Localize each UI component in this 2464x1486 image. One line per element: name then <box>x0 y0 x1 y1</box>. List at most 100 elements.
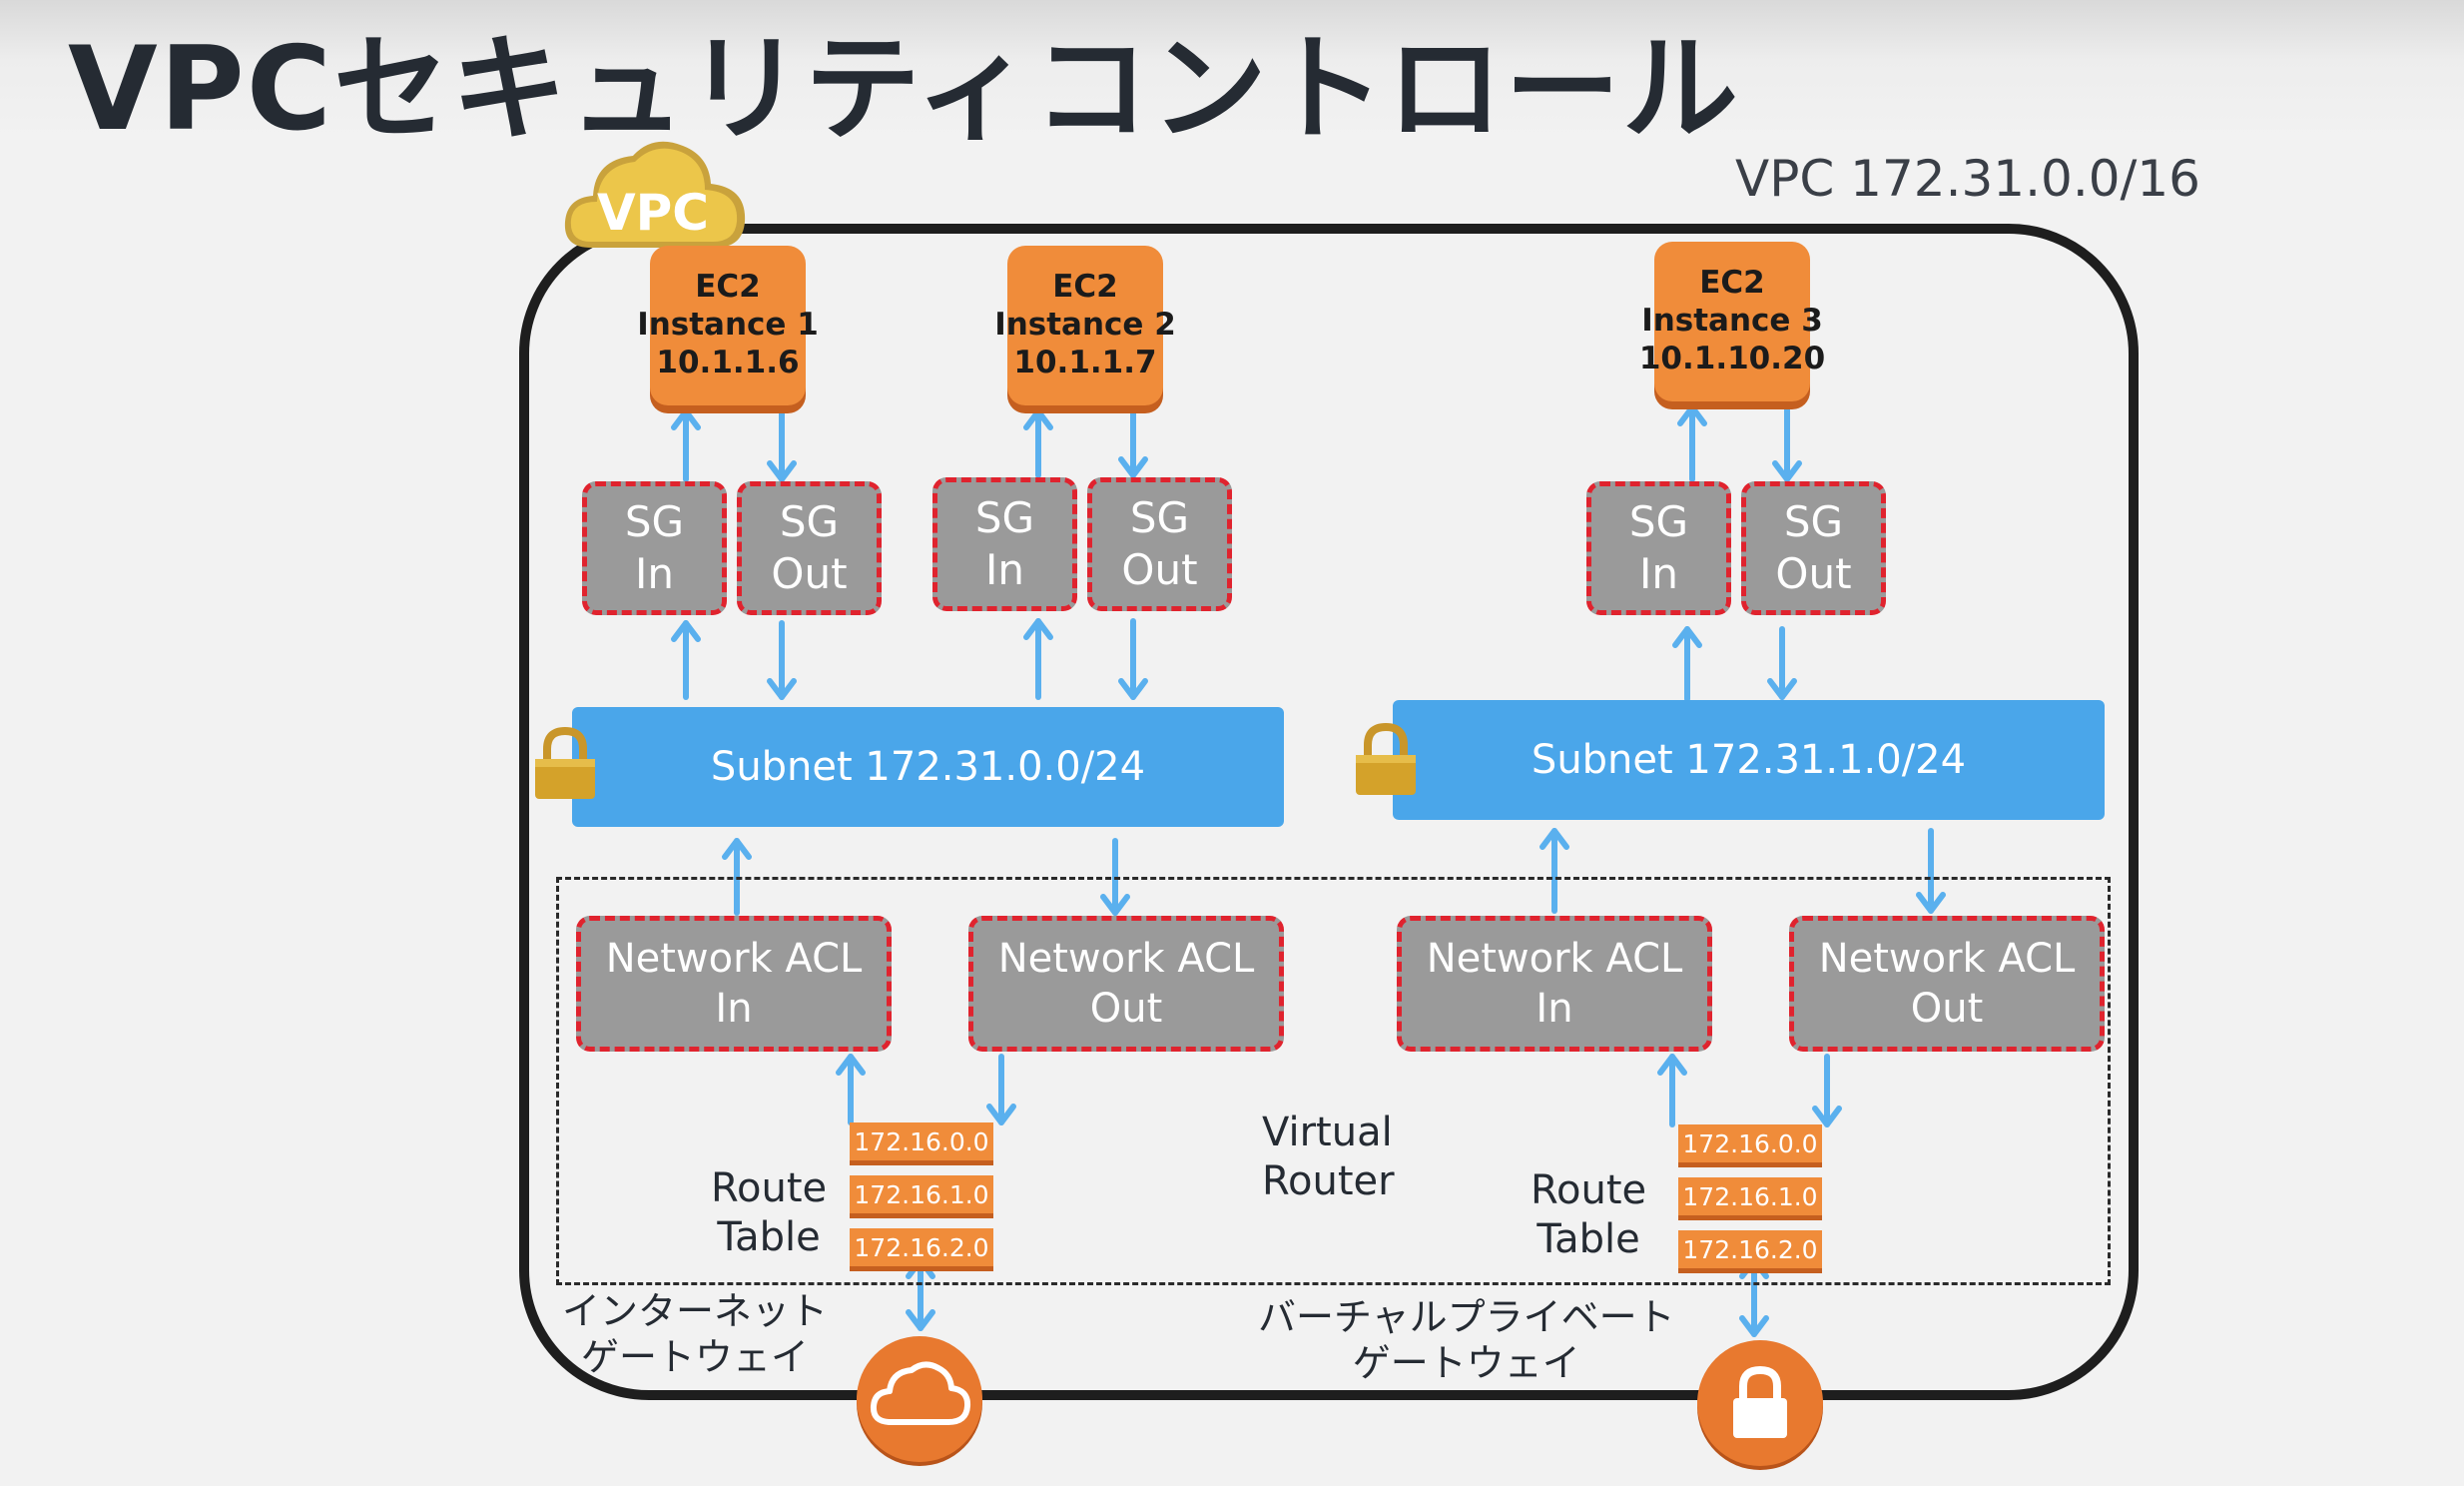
route-table-label-line1: Route <box>711 1165 828 1211</box>
ec2-instance-3-ip: 10.1.10.20 <box>1638 340 1826 376</box>
flow-arrow <box>1118 408 1148 478</box>
network-acl-out-1-label: Network ACL <box>997 936 1255 982</box>
flow-arrow <box>986 1054 1016 1125</box>
sg-in-3-direction: In <box>1638 549 1678 598</box>
flow-arrow <box>836 1054 866 1125</box>
vpn-gateway-label: バーチャルプライベート ゲートウェイ <box>1258 1294 1675 1387</box>
route-table-1[interactable]: 172.16.0.0 172.16.1.0 172.16.2.0 <box>850 1122 993 1281</box>
internet-gateway-label: インターネット ゲートウェイ <box>562 1288 828 1381</box>
vpc-boundary <box>519 224 2139 1400</box>
sg-in-2-direction: In <box>984 545 1024 594</box>
flow-arrow <box>1672 626 1702 702</box>
route-entry: 172.16.2.0 <box>1678 1230 1822 1273</box>
flow-arrow <box>1767 626 1797 700</box>
ec2-instance-3[interactable]: EC2 Instance 3 10.1.10.20 <box>1639 242 1825 401</box>
route-table-2[interactable]: 172.16.0.0 172.16.1.0 172.16.2.0 <box>1678 1124 1822 1283</box>
ec2-instance-3-type: EC2 <box>1699 265 1765 302</box>
flow-arrow <box>671 408 701 482</box>
sg-in-1-direction: In <box>634 549 674 598</box>
lock-icon <box>535 727 595 799</box>
sg-in-2-label: SG <box>974 492 1035 542</box>
network-acl-out-2-direction: Out <box>1910 986 1984 1032</box>
vpn-gateway-line2: ゲートウェイ <box>1352 1341 1580 1386</box>
ec2-instance-1[interactable]: EC2 Instance 1 10.1.1.6 <box>637 246 819 405</box>
subnet-1[interactable]: Subnet 172.31.0.0/24 <box>572 707 1284 827</box>
network-acl-in-1-direction: In <box>715 986 753 1032</box>
route-table-1-label: Route Table <box>711 1164 827 1262</box>
sg-out-3-direction: Out <box>1775 549 1852 598</box>
ec2-instance-3-name: Instance 3 <box>1641 303 1823 340</box>
ec2-instance-1-name: Instance 1 <box>637 307 819 344</box>
ec2-instance-2-type: EC2 <box>1052 269 1118 306</box>
sg-out-2-direction: Out <box>1121 545 1198 594</box>
flow-arrow <box>1023 618 1053 700</box>
route-entry: 172.16.0.0 <box>850 1122 993 1165</box>
route-table-label-line2: Table <box>1537 1215 1640 1262</box>
ec2-instance-2[interactable]: EC2 Instance 2 10.1.1.7 <box>994 246 1176 405</box>
flow-arrow <box>1657 1054 1687 1127</box>
route-table-label-line2: Table <box>717 1213 821 1260</box>
subnet-1-label: Subnet 172.31.0.0/24 <box>710 744 1146 790</box>
flow-arrow <box>1540 828 1569 914</box>
network-acl-out-1-direction: Out <box>1089 986 1163 1032</box>
cloud-icon <box>870 1361 971 1425</box>
flow-arrow <box>767 408 797 482</box>
sg-out-3-label: SG <box>1783 496 1844 546</box>
ec2-instance-1-ip: 10.1.1.6 <box>656 344 800 380</box>
flow-arrow <box>1812 1054 1842 1127</box>
virtual-router-label: Virtual Router <box>1262 1109 1395 1206</box>
sg-out-1-label: SG <box>779 496 840 546</box>
network-acl-in-2-direction: In <box>1536 986 1573 1032</box>
network-acl-out-2-label: Network ACL <box>1818 936 2076 982</box>
flow-arrow <box>1916 828 1946 914</box>
virtual-private-gateway[interactable] <box>1697 1340 1823 1466</box>
flow-arrow <box>671 620 701 700</box>
lock-icon <box>1733 1365 1787 1438</box>
ec2-instance-1-type: EC2 <box>695 269 761 306</box>
page-title: VPCセキュリティコントロール <box>68 22 1740 157</box>
lock-icon <box>1356 723 1416 795</box>
network-acl-in-1-label: Network ACL <box>605 936 863 982</box>
ec2-instance-2-name: Instance 2 <box>994 307 1176 344</box>
sg-in-3-label: SG <box>1628 496 1689 546</box>
virtual-router-line1: Virtual <box>1262 1110 1393 1155</box>
sg-out-2-label: SG <box>1129 492 1190 542</box>
internet-gateway-line2: ゲートウェイ <box>581 1335 810 1380</box>
sg-in-1-label: SG <box>624 496 685 546</box>
virtual-router-line2: Router <box>1262 1157 1395 1204</box>
internet-gateway[interactable] <box>857 1336 982 1462</box>
internet-gateway-line1: インターネット <box>562 1289 829 1333</box>
flow-arrow <box>1118 618 1148 700</box>
vpc-badge-text: VPC <box>597 184 709 242</box>
flow-arrow <box>767 620 797 700</box>
network-acl-in-2-label: Network ACL <box>1426 936 1683 982</box>
vpn-gateway-line1: バーチャルプライベート <box>1258 1295 1675 1339</box>
route-table-2-label: Route Table <box>1531 1166 1646 1264</box>
flow-arrow <box>1772 404 1802 482</box>
vpc-cloud-badge: VPC <box>564 141 746 248</box>
subnet-2[interactable]: Subnet 172.31.1.0/24 <box>1393 700 2105 820</box>
vpc-cidr-label: VPC 172.31.0.0/16 <box>1735 150 2200 208</box>
sg-out-1-direction: Out <box>771 549 848 598</box>
route-entry: 172.16.1.0 <box>1678 1177 1822 1220</box>
flow-arrow <box>1677 404 1707 482</box>
ec2-instance-2-ip: 10.1.1.7 <box>1013 344 1157 380</box>
route-entry: 172.16.0.0 <box>1678 1124 1822 1167</box>
route-table-label-line1: Route <box>1531 1167 1647 1213</box>
route-entry: 172.16.1.0 <box>850 1175 993 1218</box>
route-entry: 172.16.2.0 <box>850 1228 993 1271</box>
virtual-router-region <box>556 877 2111 1285</box>
subnet-2-label: Subnet 172.31.1.0/24 <box>1531 737 1967 783</box>
flow-arrow <box>1023 408 1053 478</box>
